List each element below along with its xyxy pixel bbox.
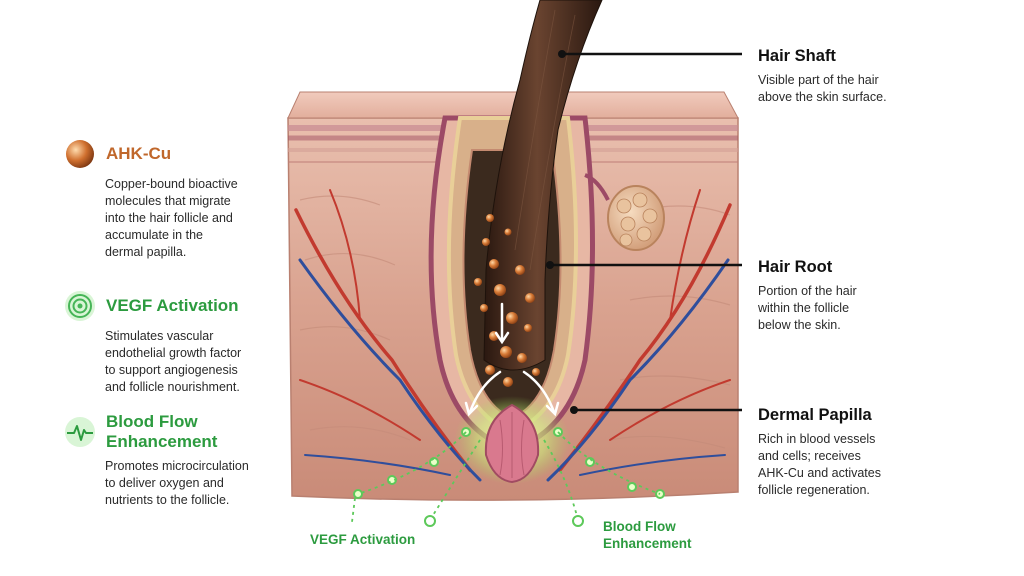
- callout-description: Visible part of the hair above the skin …: [758, 73, 887, 104]
- legend-title: AHK-Cu: [106, 144, 172, 163]
- callout-dermal-papilla: Dermal Papilla Rich in blood vessels and…: [758, 405, 958, 499]
- legend-description: Copper-bound bioactive molecules that mi…: [105, 177, 238, 259]
- legend-title: VEGF Activation: [106, 296, 239, 315]
- hair-shaft: [483, 0, 603, 371]
- bottom-label-vegf: VEGF Activation: [310, 532, 416, 547]
- legend-title: Blood Flow Enhancement: [106, 412, 218, 451]
- ahk-cu-particles: [474, 214, 540, 387]
- callout-hair-shaft: Hair Shaft Visible part of the hair abov…: [758, 46, 958, 106]
- callout-hair-root: Hair Root Portion of the hair within the…: [758, 257, 958, 334]
- callout-description: Portion of the hair within the follicle …: [758, 284, 857, 332]
- copper-sphere-icon: [66, 140, 94, 168]
- callout-title: Hair Root: [758, 258, 833, 276]
- flow-arrows: [464, 302, 560, 417]
- callout-title: Dermal Papilla: [758, 406, 872, 424]
- legend-description: Promotes microcirculation to deliver oxy…: [105, 459, 249, 507]
- bottom-label-blood-flow: Blood Flow Enhancement: [603, 519, 692, 551]
- legend-item-blood-flow: Blood Flow Enhancement Promotes microcir…: [64, 412, 284, 509]
- callout-lines: [550, 52, 742, 412]
- legend-item-ahk-cu: AHK-Cu Copper-bound bioactive molecules …: [64, 138, 284, 261]
- green-target-icon: [65, 291, 95, 321]
- callout-title: Hair Shaft: [758, 47, 836, 65]
- pulse-wave-icon: [65, 417, 95, 447]
- callout-description: Rich in blood vessels and cells; receive…: [758, 432, 881, 497]
- legend-description: Stimulates vascular endothelial growth f…: [105, 329, 242, 394]
- legend-item-vegf: VEGF Activation Stimulates vascular endo…: [64, 290, 284, 396]
